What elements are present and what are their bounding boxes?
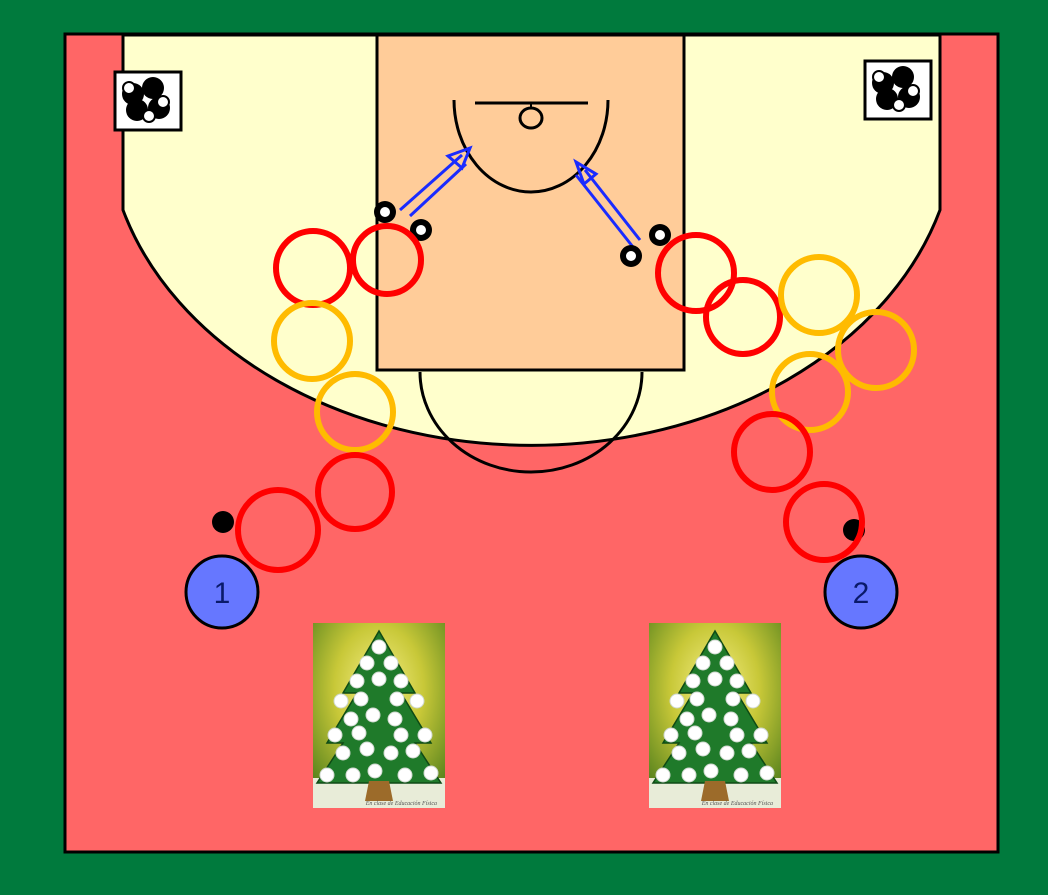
player-2: 2 [825, 556, 897, 628]
player-1: 1 [186, 556, 258, 628]
christmas-tree-icon [313, 623, 445, 808]
christmas-tree-icon [649, 623, 781, 808]
christmas-tree-poster-right: En clase de Educación Física [649, 623, 781, 808]
player-number: 2 [853, 577, 870, 610]
player-number: 1 [214, 577, 231, 610]
poster-caption: En clase de Educación Física [701, 801, 773, 807]
ball-cart-left-icon [115, 72, 181, 130]
ball-marker-left [212, 511, 234, 533]
christmas-tree-poster-left: En clase de Educación Física [313, 623, 445, 808]
poster-caption: En clase de Educación Física [365, 801, 437, 807]
ball-cart-right-icon [865, 61, 931, 119]
rim [520, 108, 542, 128]
